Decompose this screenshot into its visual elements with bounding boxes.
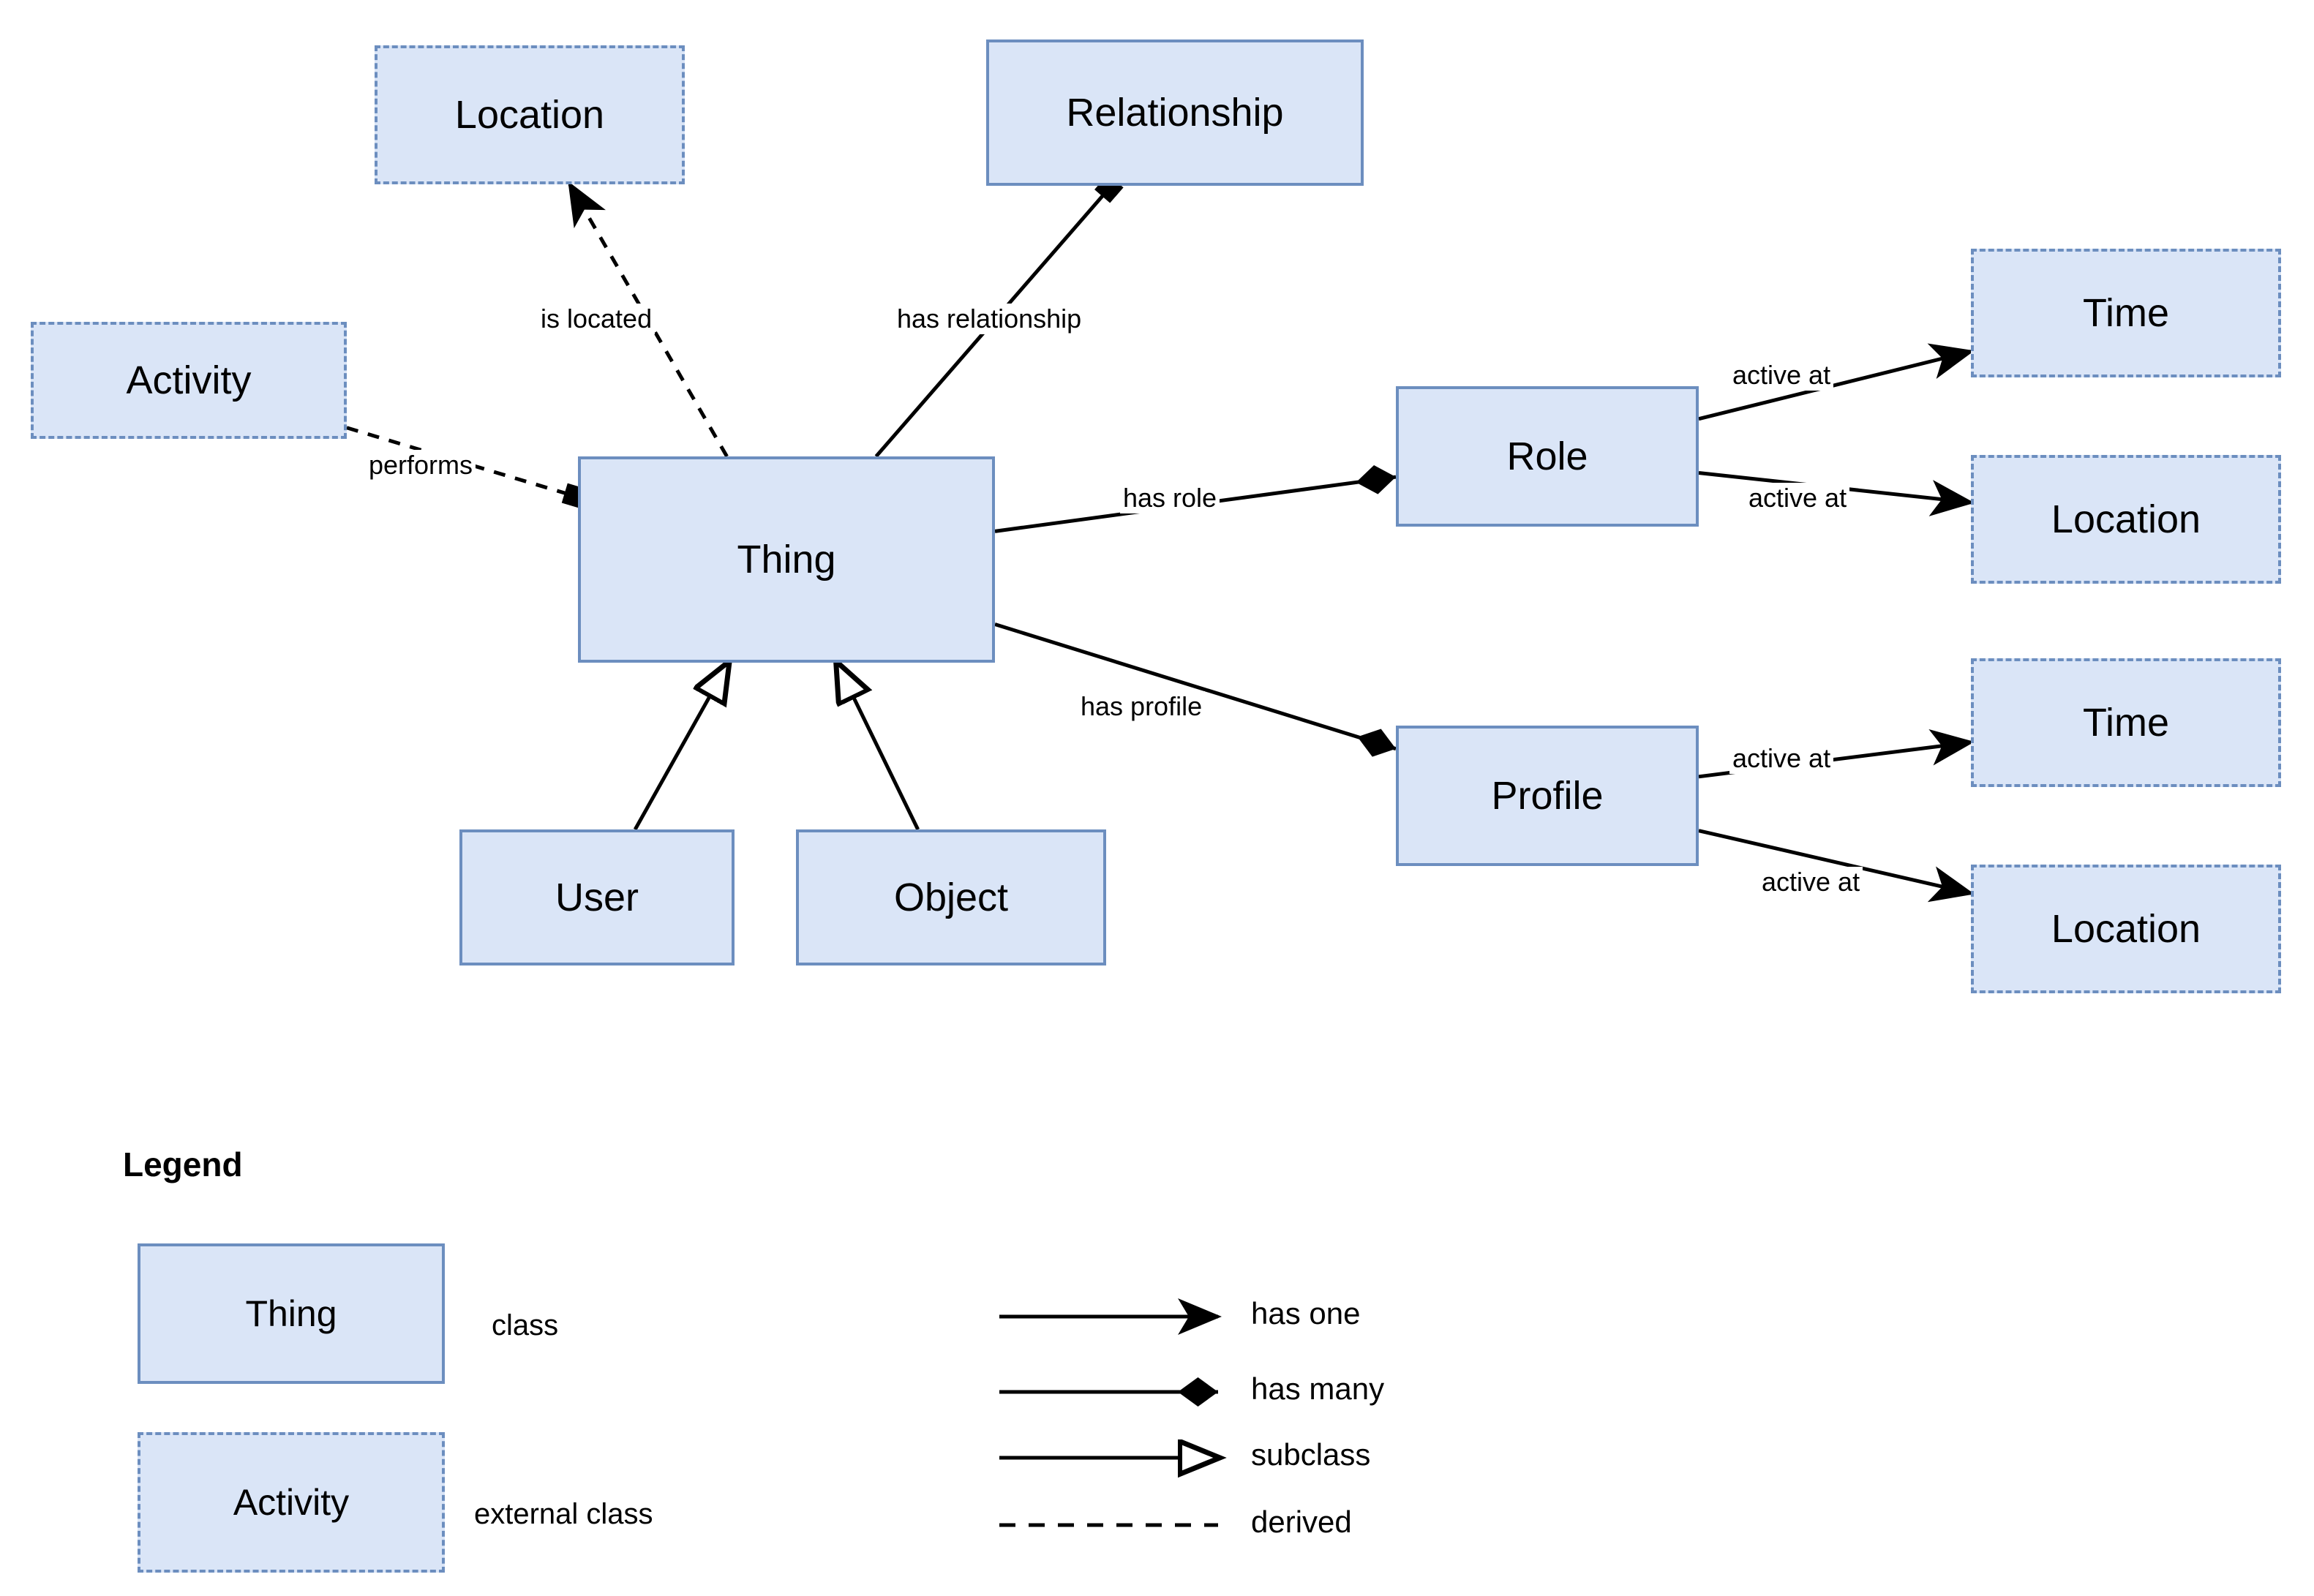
node-label: Thing	[737, 538, 836, 581]
node-label: Time	[2083, 291, 2169, 335]
edge-label-profile_time: active at	[1729, 743, 1834, 774]
node-user[interactable]: User	[459, 829, 735, 965]
node-activity[interactable]: Activity	[31, 322, 347, 439]
node-location_bot[interactable]: Location	[1971, 865, 2281, 993]
edge-label-profile_location: active at	[1759, 867, 1863, 897]
node-profile[interactable]: Profile	[1396, 726, 1699, 866]
node-time_top[interactable]: Time	[1971, 249, 2281, 377]
node-time_bottom[interactable]: Time	[1971, 658, 2281, 787]
legend-class-text: class	[492, 1309, 559, 1341]
edge-label-has_profile: has profile	[1078, 691, 1206, 722]
edge-label-is_located: is located	[538, 304, 655, 334]
node-relationship[interactable]: Relationship	[986, 39, 1364, 186]
node-label: Object	[893, 876, 1009, 919]
node-label: Relationship	[1066, 91, 1284, 135]
node-role[interactable]: Role	[1396, 386, 1699, 527]
legend-swatch-label: Thing	[245, 1293, 337, 1334]
legend-subclass-text: subclass	[1251, 1437, 1371, 1472]
edge-label-role_time: active at	[1729, 360, 1834, 391]
edge-label-has_relationship: has relationship	[894, 304, 1085, 334]
legend-has-many-text: has many	[1251, 1371, 1385, 1406]
node-label: Profile	[1491, 774, 1604, 818]
node-label: Activity	[126, 358, 252, 402]
edge-label-has_role: has role	[1120, 483, 1220, 513]
node-label: Location	[2051, 497, 2201, 541]
legend-title: Legend	[123, 1145, 243, 1183]
edge-label-performs: performs	[366, 450, 476, 481]
node-object[interactable]: Object	[796, 829, 1106, 965]
node-label: Location	[2051, 907, 2201, 951]
node-location_top[interactable]: Location	[375, 45, 685, 184]
legend-external-class-swatch: Activity	[138, 1432, 445, 1573]
node-label: Location	[454, 93, 605, 137]
edge-has_profile	[994, 622, 1397, 757]
legend-external-class-text: external class	[474, 1498, 653, 1530]
legend-derived-text: derived	[1251, 1505, 1352, 1539]
legend-has-one-text: has one	[1251, 1296, 1361, 1330]
legend-swatch-label: Activity	[233, 1482, 350, 1523]
node-label: Role	[1506, 434, 1588, 478]
edge-user_thing	[633, 663, 729, 831]
node-thing[interactable]: Thing	[578, 456, 995, 663]
node-location_mid[interactable]: Location	[1971, 455, 2281, 584]
node-label: User	[555, 876, 639, 919]
node-label: Time	[2083, 701, 2169, 745]
edge-object_thing	[837, 663, 920, 831]
edge-label-role_location: active at	[1746, 483, 1850, 513]
legend-class-swatch: Thing	[138, 1243, 445, 1384]
